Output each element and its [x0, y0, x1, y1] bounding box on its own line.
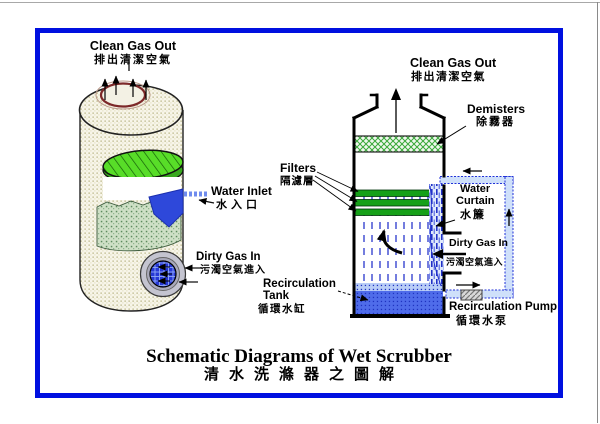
flow-arrows [376, 88, 513, 289]
water-curtain-leader [435, 219, 456, 228]
water-curtain-flow [429, 184, 444, 287]
left-dirty-gas-in-label-zh: 污濁空氣進入 [200, 265, 266, 276]
demisters-leader [436, 125, 467, 145]
recirculation-tank-label-2: Tank [263, 290, 289, 302]
recirculation-tank-label-1: Recirculation [263, 278, 336, 290]
left-clean-gas-out-label: Clean Gas Out [89, 39, 177, 53]
right-clean-gas-out-label-zh: 排出清潔空氣 [411, 71, 486, 83]
right-hairline [597, 2, 598, 423]
recirculation-pump-label: Recirculation Pump [449, 301, 557, 313]
recirculation-tank-label-zh: 循環水缸 [258, 304, 306, 315]
spray-circulation-arrow [376, 229, 403, 255]
demisters-label: Demisters [467, 102, 526, 116]
demisters-label-zh: 除霧器 [476, 116, 515, 128]
label-leader-lines [312, 125, 467, 302]
right-dirty-gas-in-label: Dirty Gas In [449, 237, 508, 249]
top-hairline [0, 2, 600, 3]
dirty-gas-in-arrow [432, 249, 466, 259]
left-label-leader-arrows [178, 198, 215, 286]
water-inlet-arrow [198, 198, 215, 205]
main-title-zh: 清水洗滌器之圖解 [203, 367, 404, 383]
recirculation-pump-label-zh: 循環水泵 [456, 315, 508, 327]
outlet-up-arrows [101, 62, 150, 100]
filters-label: Filters [280, 161, 317, 175]
vessel-walls [350, 93, 462, 318]
right-scrubber-schematic [312, 88, 514, 318]
gas-outlet-rim-outer [95, 80, 151, 110]
right-dirty-gas-in-label-zh: 污濁空氣進入 [446, 257, 504, 267]
recirculation-tank-water [355, 283, 443, 315]
right-clean-gas-out-label: Clean Gas Out [410, 56, 497, 70]
tank-leader [337, 290, 369, 302]
dirty-gas-inlet-port [139, 250, 187, 298]
left-scrubber-illustration [78, 62, 215, 312]
gas-outlet-opening [99, 82, 147, 108]
water-curtain-label-1: Water [460, 183, 491, 195]
filters-leader-1 [316, 171, 359, 192]
water-curtain-label-zh: 水簾 [460, 209, 486, 221]
water-curtain-label-2: Curtain [456, 195, 495, 207]
water-splash [148, 188, 184, 228]
demister-band [353, 135, 445, 153]
water-inlet-label: Water Inlet [211, 184, 272, 198]
water-inlet-label-zh: 水入口 [216, 199, 261, 211]
pipe-top [439, 176, 514, 184]
left-clean-gas-out-label-zh: 排出清潔空氣 [94, 54, 172, 66]
filters-label-zh: 隔濾層 [280, 176, 315, 187]
filters-leader-3 [312, 179, 357, 212]
main-title: Schematic Diagrams of Wet Scrubber [146, 346, 452, 367]
recirculation-pump-box [460, 289, 483, 301]
filters-leader-2 [314, 175, 358, 202]
left-dirty-gas-in-label: Dirty Gas In [196, 251, 261, 263]
